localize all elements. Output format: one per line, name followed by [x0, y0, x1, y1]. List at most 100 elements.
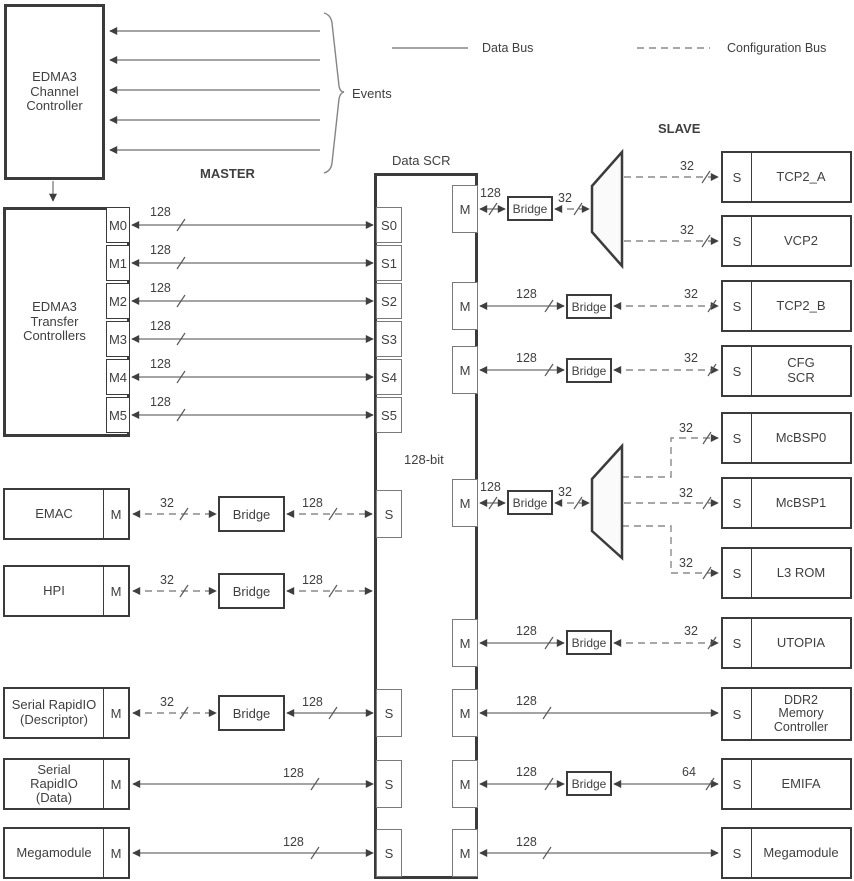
bus-width-tcp2-a: 32	[680, 159, 694, 173]
l3-rom-title: L3 ROM	[776, 564, 826, 580]
bus-width-utopia: 32	[684, 624, 698, 638]
mcbsp0-title: McBSP0	[775, 429, 827, 445]
bus-width-srio-desc-m: 32	[160, 695, 174, 709]
srio-data-title: Serial RapidIO (Data)	[30, 761, 78, 806]
megamodule-slave-port-s: S	[723, 829, 752, 877]
bus-width-l3-rom: 32	[679, 556, 693, 570]
tc-port-m2: M2	[106, 283, 130, 319]
events-brace	[323, 12, 345, 174]
scr-port-m-mcbsp: M	[452, 479, 478, 527]
emifa-title: EMIFA	[781, 775, 821, 791]
bus-width-tcp2-mux-scr: 128	[480, 186, 501, 200]
hpi-title: HPI	[43, 582, 65, 598]
slave-utopia: S UTOPIA	[721, 617, 852, 669]
scr-port-s-megamodule: S	[376, 829, 402, 877]
bridge-utopia: Bridge	[566, 630, 612, 655]
mcbsp1-port-s: S	[723, 479, 752, 527]
scr-port-s1: S1	[376, 245, 402, 281]
scr-port-m-tcp2-vcp2: M	[452, 185, 478, 233]
slave-emifa: S EMIFA	[721, 758, 852, 810]
bus-width-ddr2: 128	[516, 694, 537, 708]
bus-width-megamodule-master: 128	[283, 835, 304, 849]
hpi-port-m: M	[103, 567, 128, 615]
slave-cfg-scr: S CFG SCR	[721, 345, 852, 397]
bus-width-emifa: 64	[682, 765, 696, 779]
bus-width-tcp2-mux-in: 32	[558, 191, 572, 205]
tc-to-scr-buses	[131, 221, 374, 419]
bus-width-emac-m: 32	[160, 496, 174, 510]
bus-width-tc3: 128	[150, 319, 171, 333]
utopia-port-s: S	[723, 619, 752, 667]
bridge-tcp2-vcp2: Bridge	[507, 196, 553, 221]
events-label: Events	[352, 86, 392, 101]
bridge-mcbsp: Bridge	[507, 490, 553, 515]
bus-width-mcbsp1: 32	[679, 486, 693, 500]
megamodule-master-title: Megamodule	[16, 844, 92, 860]
l3-rom-port-s: S	[723, 549, 752, 597]
scr-port-m-tcp2b: M	[452, 282, 478, 330]
bus-width-hpi-scr: 128	[302, 573, 323, 587]
bus-width-cfg-scr-scr: 128	[516, 351, 537, 365]
srio-data-port-m: M	[103, 760, 128, 808]
bus-width-tc4: 128	[150, 357, 171, 371]
master-hpi: HPI M	[3, 565, 130, 617]
emac-port-m: M	[103, 490, 128, 538]
scr-port-s3: S3	[376, 321, 402, 357]
bus-width-vcp2: 32	[680, 223, 694, 237]
megamodule-master-port-m: M	[103, 829, 128, 877]
master-emac: EMAC M	[3, 488, 130, 540]
bus-width-tcp2-b: 32	[684, 287, 698, 301]
ddr2-port-s: S	[723, 689, 752, 739]
bus-width-mcbsp0: 32	[679, 421, 693, 435]
edma3-transfer-controllers-title: EDMA3 Transfer Controllers	[23, 298, 86, 344]
edma3-channel-controller-title: EDMA3 Channel Controller	[26, 68, 83, 114]
scr-port-s-srio-descriptor: S	[376, 689, 402, 737]
slave-tcp2-b: S TCP2_B	[721, 280, 852, 332]
tc-port-m5: M5	[106, 397, 130, 433]
bridge-tcp2-b: Bridge	[566, 294, 612, 319]
slave-mcbsp0: S McBSP0	[721, 412, 852, 464]
bus-width-emac-scr: 128	[302, 496, 323, 510]
cfg-scr-title: CFG SCR	[787, 355, 815, 385]
bus-width-hpi-m: 32	[160, 573, 174, 587]
bus-width-slashes	[176, 170, 717, 860]
tcp2-b-title: TCP2_B	[776, 297, 826, 313]
scr-port-m-utopia: M	[452, 619, 478, 667]
mcbsp-l3rom-mux	[590, 442, 624, 561]
edma3-channel-controller: EDMA3 Channel Controller	[4, 4, 105, 180]
vcp2-title: VCP2	[784, 232, 818, 248]
bus-width-mcbsp-mux-scr: 128	[480, 480, 501, 494]
master-srio-data: Serial RapidIO (Data) M	[3, 758, 130, 810]
bus-width-utopia-scr: 128	[516, 624, 537, 638]
bridge-hpi: Bridge	[218, 573, 285, 609]
bus-width-tc5: 128	[150, 395, 171, 409]
slave-buses	[479, 173, 719, 857]
scr-port-s-srio-data: S	[376, 760, 402, 808]
bus-width-emifa-scr: 128	[516, 765, 537, 779]
emifa-port-s: S	[723, 760, 752, 808]
tc-port-m4: M4	[106, 359, 130, 395]
master-label: MASTER	[200, 166, 255, 181]
legend-configuration-bus-label: Configuration Bus	[727, 41, 827, 55]
bus-width-srio-desc-scr: 128	[302, 695, 323, 709]
slave-vcp2: S VCP2	[721, 215, 852, 267]
slave-l3-rom: S L3 ROM	[721, 547, 852, 599]
srio-descriptor-title: Serial RapidIO (Descriptor)	[11, 697, 97, 727]
tc-port-m0: M0	[106, 207, 130, 243]
srio-descriptor-port-m: M	[103, 689, 128, 737]
megamodule-slave-title: Megamodule	[763, 844, 839, 860]
tcp2-b-port-s: S	[723, 282, 752, 330]
mcbsp0-port-s: S	[723, 414, 752, 462]
tc-port-m3: M3	[106, 321, 130, 357]
bridge-srio-descriptor: Bridge	[218, 695, 285, 731]
utopia-title: UTOPIA	[776, 634, 826, 650]
bus-width-tcp2-b-scr: 128	[516, 287, 537, 301]
bridge-emifa: Bridge	[566, 771, 612, 796]
slave-label: SLAVE	[658, 121, 701, 136]
tcp2-a-title: TCP2_A	[776, 168, 826, 184]
slave-tcp2-a: S TCP2_A	[721, 151, 852, 203]
scr-width-label: 128-bit	[404, 452, 444, 467]
bus-width-srio-data: 128	[283, 766, 304, 780]
cfg-scr-port-s: S	[723, 347, 752, 395]
